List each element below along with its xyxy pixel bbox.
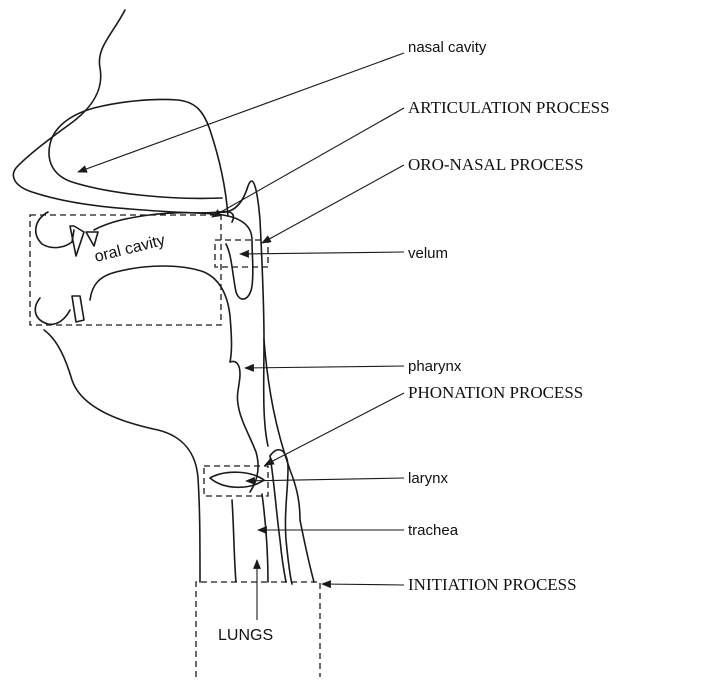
nasal-cavity-leader [78, 53, 404, 172]
label-initiation-process: INITIATION PROCESS [408, 575, 577, 594]
nasal-cavity-outline [49, 99, 228, 216]
tongue-outline [90, 266, 232, 362]
phonation-leader [265, 393, 404, 465]
pharynx-leader [245, 366, 404, 368]
label-larynx: larynx [408, 470, 449, 487]
label-oral-cavity: oral cavity [93, 232, 167, 266]
larynx-back [270, 450, 292, 584]
label-lungs: LUNGS [218, 627, 273, 644]
lower-incisor [72, 296, 84, 322]
upper-molar [86, 232, 98, 246]
label-nasal-cavity: nasal cavity [408, 39, 487, 56]
label-phonation-process: PHONATION PROCESS [408, 383, 583, 402]
chin-neck-outline [44, 330, 200, 582]
trachea-front [232, 500, 236, 582]
larynx-leader [246, 478, 404, 481]
esophagus-line-1 [270, 456, 286, 582]
label-velum: velum [408, 245, 448, 262]
initiation-leader [322, 584, 404, 585]
pharynx-back-wall [218, 181, 268, 446]
label-oro-nasal-process: ORO-NASAL PROCESS [408, 155, 584, 174]
label-pharynx: pharynx [408, 358, 462, 375]
label-trachea: trachea [408, 522, 459, 539]
lower-lip-outline [35, 298, 70, 324]
velum-leader [240, 252, 404, 254]
label-articulation-process: ARTICULATION PROCESS [408, 98, 610, 117]
articulation-leader [212, 108, 404, 217]
trachea-back [262, 494, 268, 582]
esophagus-line-2 [300, 520, 314, 582]
head-profile-outline [13, 10, 233, 222]
upper-lip-outline [36, 212, 74, 248]
